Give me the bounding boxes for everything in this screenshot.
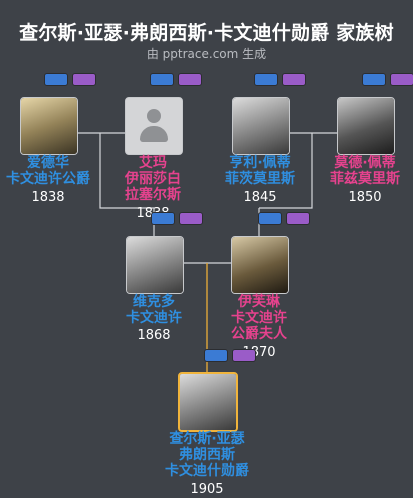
person-name-p4[interactable]: 莫德·佩蒂 菲兹莫里斯 <box>310 155 413 187</box>
page-subtitle: 由 pptrace.com 生成 <box>146 47 267 61</box>
name-line: 伊芙琳 <box>238 294 280 310</box>
birth-year-p4: 1850 <box>348 190 382 205</box>
person-name-p1[interactable]: 爱德华 卡文迪许公爵 <box>0 155 103 187</box>
name-line: 菲茨莫里斯 <box>225 171 295 187</box>
birth-year-p1: 1838 <box>31 190 65 205</box>
portrait-photo <box>338 98 394 154</box>
name-line: 拉塞尔斯 <box>125 187 181 203</box>
add-father-button-p3[interactable] <box>254 73 278 86</box>
add-mother-button-p7[interactable] <box>232 349 256 362</box>
add-mother-button-p2[interactable] <box>178 73 202 86</box>
add-mother-button-p6[interactable] <box>286 212 310 225</box>
name-line: 维克多 <box>133 294 175 310</box>
page-title: 查尔斯·亚瑟·弗朗西斯·卡文迪什勋爵 家族树 <box>19 22 394 44</box>
name-line: 弗朗西斯 <box>179 447 235 463</box>
person-name-p3[interactable]: 亨利·佩蒂 菲茨莫里斯 <box>205 155 315 187</box>
portrait-photo <box>232 237 288 293</box>
person-name-focus[interactable]: 查尔斯·亚瑟 弗朗西斯 卡文迪什勋爵 <box>152 431 262 479</box>
add-mother-button-p5[interactable] <box>179 212 203 225</box>
add-father-button-p7[interactable] <box>204 349 228 362</box>
person-card-p4[interactable] <box>337 97 395 155</box>
name-line: 艾玛 <box>139 155 167 171</box>
add-father-button-p5[interactable] <box>151 212 175 225</box>
name-line: 卡文迪什勋爵 <box>165 463 249 479</box>
name-line: 莫德·佩蒂 <box>334 155 396 171</box>
person-card-p3[interactable] <box>232 97 290 155</box>
portrait-photo <box>180 374 236 430</box>
add-father-button-p2[interactable] <box>150 73 174 86</box>
name-line: 卡文迪许公爵 <box>6 171 90 187</box>
name-line: 卡文迪许 <box>126 310 182 326</box>
name-line: 伊丽莎白 <box>125 171 181 187</box>
birth-year-p5: 1868 <box>137 328 171 343</box>
person-card-p6[interactable] <box>231 236 289 294</box>
name-line: 菲兹莫里斯 <box>330 171 400 187</box>
person-name-p6[interactable]: 伊芙琳 卡文迪许 公爵夫人 <box>204 294 314 342</box>
birth-year-p3: 1845 <box>243 190 277 205</box>
add-father-button-p1[interactable] <box>44 73 68 86</box>
add-mother-button-p3[interactable] <box>282 73 306 86</box>
name-line: 爱德华 <box>27 155 69 171</box>
name-line: 查尔斯·亚瑟 <box>169 431 245 447</box>
person-icon-head <box>147 109 161 123</box>
add-mother-button-p4[interactable] <box>390 73 413 86</box>
name-line: 亨利·佩蒂 <box>229 155 291 171</box>
portrait-photo <box>21 98 77 154</box>
person-name-p5[interactable]: 维克多 卡文迪许 <box>99 294 209 326</box>
portrait-photo <box>233 98 289 154</box>
add-father-button-p4[interactable] <box>362 73 386 86</box>
person-icon-body <box>140 126 168 142</box>
person-card-p2[interactable] <box>125 97 183 155</box>
portrait-photo <box>127 237 183 293</box>
person-card-p5[interactable] <box>126 236 184 294</box>
avatar-placeholder <box>126 98 182 154</box>
add-father-button-p6[interactable] <box>258 212 282 225</box>
person-name-p2[interactable]: 艾玛 伊丽莎白 拉塞尔斯 <box>98 155 208 203</box>
add-mother-button-p1[interactable] <box>72 73 96 86</box>
person-card-focus[interactable] <box>178 372 238 432</box>
birth-year-focus: 1905 <box>190 482 224 497</box>
person-card-p1[interactable] <box>20 97 78 155</box>
name-line: 卡文迪许 <box>231 310 287 326</box>
name-line: 公爵夫人 <box>231 326 287 342</box>
